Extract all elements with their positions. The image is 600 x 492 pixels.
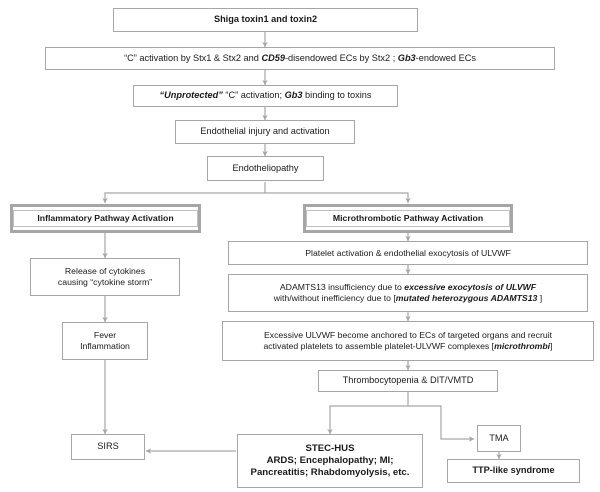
node-cytokine-release: Release of cytokines causing “cytokine s… — [30, 258, 180, 296]
node-fever-inflammation: Fever Inflammation — [62, 322, 148, 360]
node-adamts13-insufficiency: ADAMTS13 insufficiency due to excessive … — [228, 274, 588, 312]
node-excessive-ulvwf-label: Excessive ULVWF become anchored to ECs o… — [263, 330, 553, 351]
node-microthrombotic-pathway-label: Microthrombotic Pathway Activation — [306, 210, 510, 227]
node-unprotected-c-activation-label: “Unprotected” “C” activation; Gb3 bindin… — [159, 90, 372, 101]
node-ttp-like-syndrome-label: TTP-like syndrome — [472, 465, 555, 476]
node-ttp-like-syndrome: TTP-like syndrome — [447, 459, 580, 483]
node-stec-hus-label: STEC-HUS ARDS; Encephalopathy; MI; Pancr… — [250, 443, 410, 478]
node-stec-hus: STEC-HUS ARDS; Encephalopathy; MI; Pancr… — [237, 434, 423, 488]
node-endothelial-injury-label: Endothelial injury and activation — [200, 126, 330, 137]
node-thrombocytopenia-label: Thrombocytopenia & DIT/VMTD — [342, 375, 474, 386]
node-tma-label: TMA — [489, 432, 509, 443]
node-thrombocytopenia: Thrombocytopenia & DIT/VMTD — [318, 370, 498, 392]
node-unprotected-c-activation: “Unprotected” “C” activation; Gb3 bindin… — [133, 85, 398, 107]
node-shiga-toxin-label: Shiga toxin1 and toxin2 — [213, 14, 318, 25]
node-endotheliopathy-label: Endotheliopathy — [232, 162, 299, 173]
node-c-activation: “C” activation by Stx1 & Stx2 and CD59-d… — [45, 47, 555, 70]
node-platelet-activation-label: Platelet activation & endothelial exocyt… — [305, 247, 511, 258]
node-adamts13-insufficiency-label: ADAMTS13 insufficiency due to excessive … — [273, 282, 543, 303]
node-cytokine-release-label: Release of cytokines causing “cytokine s… — [57, 266, 153, 287]
node-shiga-toxin: Shiga toxin1 and toxin2 — [113, 8, 418, 32]
node-inflammatory-pathway-label: Inflammatory Pathway Activation — [13, 210, 198, 227]
node-fever-inflammation-label: Fever Inflammation — [80, 330, 130, 351]
node-tma: TMA — [477, 425, 521, 452]
node-endothelial-injury: Endothelial injury and activation — [175, 120, 355, 144]
node-inflammatory-pathway: Inflammatory Pathway Activation — [10, 204, 201, 233]
node-c-activation-label: “C” activation by Stx1 & Stx2 and CD59-d… — [124, 52, 476, 63]
node-microthrombotic-pathway: Microthrombotic Pathway Activation — [303, 204, 513, 233]
node-excessive-ulvwf: Excessive ULVWF become anchored to ECs o… — [222, 321, 594, 361]
node-sirs-label: SIRS — [97, 441, 119, 452]
node-sirs: SIRS — [71, 434, 145, 460]
node-endotheliopathy: Endotheliopathy — [207, 156, 324, 181]
node-platelet-activation: Platelet activation & endothelial exocyt… — [228, 241, 588, 265]
